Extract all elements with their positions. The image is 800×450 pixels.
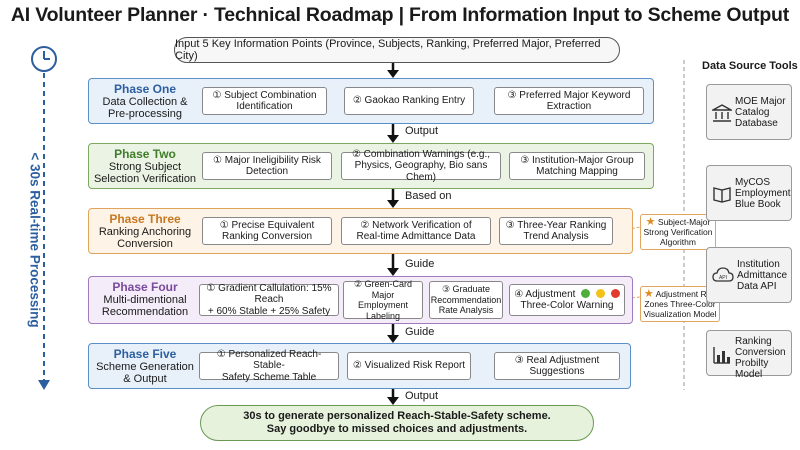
phase-four-block: Phase Four Multi-dimentional Recommendat… <box>88 276 633 324</box>
phase-one-step-2: ② Gaokao Ranking Entry <box>344 87 474 115</box>
connector-label-4: Guide <box>405 326 435 338</box>
clock-icon <box>31 46 57 72</box>
phase-five-subtitle-1: Scheme Generation <box>96 361 194 373</box>
phase-five-block: Phase Five Scheme Generation & Output ① … <box>88 343 631 389</box>
star-icon: ★ <box>643 288 654 300</box>
timeline-label: < 30s Real-time Processing <box>27 152 43 328</box>
phase-two-subtitle-1: Strong Subject <box>108 161 182 173</box>
phase-one-subtitle-2: Pre-processing <box>108 108 182 120</box>
input-box: Input 5 Key Information Points (Province… <box>174 37 620 63</box>
page-title: AI Volunteer Planner · Technical Roadmap… <box>10 4 790 26</box>
api-cloud-icon: API <box>712 267 734 282</box>
phase-four-step-1: ① Gradient Callulation: 15% Reach+ 60% S… <box>199 283 339 317</box>
phase-five-title: Phase Five <box>113 347 177 361</box>
phase-four-title: Phase Four <box>112 280 178 294</box>
final-output-box: 30s to generate personalized Reach-Stabl… <box>200 405 594 441</box>
phase-two-block: Phase Two Strong Subject Selection Verif… <box>88 143 654 189</box>
phase-three-title: Phase Three <box>109 212 181 226</box>
yellow-status-dot <box>596 288 605 298</box>
star-icon: ★ <box>645 216 656 228</box>
phase-one-title: Phase One <box>113 82 177 96</box>
connector-label-1: Output <box>405 125 439 137</box>
connector-label-3: Guide <box>405 258 435 270</box>
connector-label-2: Based on <box>405 190 452 202</box>
phase-two-step-2: ② Combination Warnings (e.g.,Physics, Ge… <box>341 149 501 183</box>
phase-two-subtitle-2: Selection Verification <box>93 173 197 185</box>
phase-five-step-1: ① Personalized Reach-Stable-Safety Schem… <box>199 349 339 383</box>
phase-three-subtitle-2: Conversion <box>117 238 173 250</box>
phase-five-step-2: ② Visualized Risk Report <box>347 352 471 380</box>
final-output-line-2: Say goodbye to missed choices and adjust… <box>266 423 528 435</box>
phase-four-step-4: ④ Adjustment Three-Color Warning <box>509 284 625 316</box>
phase-one-block: Phase One Data Collection & Pre-processi… <box>88 78 654 124</box>
connector-label-5: Output <box>405 390 439 402</box>
red-status-dot <box>610 288 620 298</box>
phase-three-subtitle-1: Ranking Anchoring <box>98 226 192 238</box>
svg-text:API: API <box>719 275 727 281</box>
final-output-line-1: 30s to generate personalized Reach-Stabl… <box>243 410 551 422</box>
algorithm-box-1: ★ Subject-Major Strong Verification Algo… <box>640 214 716 250</box>
phase-two-title: Phase Two <box>114 147 176 161</box>
institution-icon <box>712 104 732 122</box>
phase-five-subtitle-2: & Output <box>123 373 167 385</box>
book-icon <box>713 187 731 203</box>
phase-four-subtitle-1: Multi-dimentional <box>103 294 187 306</box>
phase-four-subtitle-2: Recommendation <box>101 306 189 318</box>
phase-five-step-3: ③ Real Adjustment Suggestions <box>494 352 620 380</box>
tools-title: Data Source Tools <box>702 60 798 72</box>
green-status-dot <box>581 288 591 298</box>
timeline-arrowhead <box>38 380 50 390</box>
bar-chart-icon <box>713 347 730 364</box>
phase-three-block: Phase Three Ranking Anchoring Conversion… <box>88 208 633 254</box>
phase-one-subtitle-1: Data Collection & <box>102 96 188 108</box>
